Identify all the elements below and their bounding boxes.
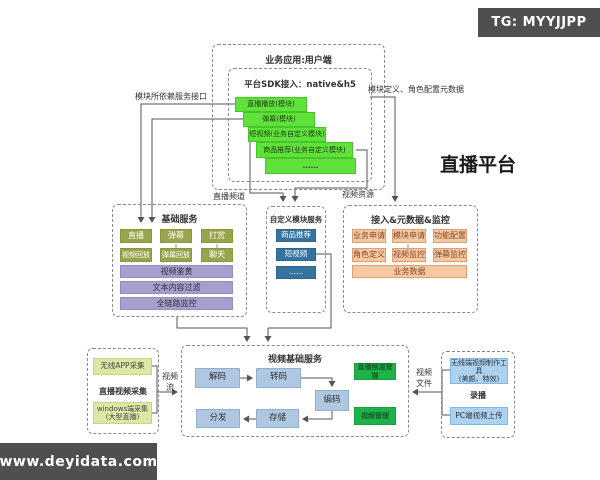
node-encode: 编码 [315, 390, 349, 411]
cell-biz-apply: 业务申请 [352, 229, 386, 243]
mgmt-video: 视频管理 [354, 407, 396, 425]
user-end-title: 业务应用:用户端 [265, 56, 332, 66]
custom-short-video: 短视频 [276, 248, 316, 261]
cell-danmu-replay: 弹幕回放 [160, 248, 192, 262]
cell-chat: 聊天 [201, 248, 233, 262]
capture-app: 无线APP采集 [93, 358, 152, 375]
node-store: 存储 [256, 409, 299, 428]
platform-title: 直播平台 [440, 154, 517, 176]
tg-badge: TG: MYYJJPP [478, 8, 600, 37]
node-distribute: 分发 [196, 409, 240, 428]
bar-fulllink-monitor: 全链路监控 [120, 297, 233, 310]
module-danmu: 弹幕(模块) [243, 112, 315, 127]
custom-recommend: 商品推荐 [276, 229, 316, 242]
base-service-box: 基础服务 [112, 204, 247, 317]
record-box: 录播 [441, 351, 515, 438]
module-short-video: 短视频(业务自定义模块) [248, 127, 326, 142]
module-recommend: 商品推荐(业务自定义模块) [256, 142, 353, 158]
mgmt-live-channel: 直播频道管理 [354, 363, 396, 380]
cell-live: 直播 [120, 229, 152, 243]
label-live-channel: 直播频道 [213, 192, 245, 201]
capture-windows: windows端采集 (大型直播) [93, 402, 152, 424]
label-video-resource: 视频资源 [342, 190, 374, 199]
custom-service-title: 自定义模块服务 [269, 215, 323, 224]
module-live-play: 直播播放(模块) [235, 97, 307, 112]
label-video-stream: 视频 流 [162, 372, 178, 392]
cell-video-replay: 视频回放 [120, 248, 152, 262]
module-more: ...... [265, 158, 356, 174]
watermark: www.deyidata.com [0, 443, 157, 480]
sdk-box: 平台SDK接入：native&h5 [228, 68, 372, 182]
custom-service-box: 自定义模块服务 [266, 206, 326, 313]
capture-box: 直播视频采集 [87, 348, 159, 434]
cell-module-apply: 模块申请 [392, 229, 426, 243]
access-service-title: 接入&元数据&监控 [371, 216, 450, 226]
label-video-file: 视频 文件 [416, 368, 432, 388]
record-tool: 无线端视频制作工具 (美颜、特效) [450, 358, 508, 384]
bar-text-filter: 文本内容过滤 [120, 281, 233, 294]
video-base-box: 视频基础服务 [181, 345, 409, 437]
record-pc-upload: PC端视频上传 [450, 407, 508, 425]
cell-danmu: 弹幕 [160, 229, 192, 243]
bar-biz-data: 业务数据 [352, 265, 467, 278]
label-module-meta: 模块定义、角色配置元数据 [368, 85, 464, 94]
cell-reward: 打赏 [201, 229, 233, 243]
custom-more: ...... [276, 266, 316, 279]
record-title: 录播 [470, 391, 486, 400]
bar-video-audit: 视频鉴黄 [120, 265, 233, 278]
base-service-title: 基础服务 [161, 215, 198, 225]
cell-video-monitor: 视频监控 [392, 248, 426, 262]
capture-title: 直播视频采集 [99, 387, 147, 396]
video-base-title: 视频基础服务 [267, 355, 322, 365]
label-dependency-interface: 模块所依赖服务接口 [135, 92, 207, 101]
user-end-box: 业务应用:用户端 [212, 44, 385, 190]
cell-role-define: 角色定义 [352, 248, 386, 262]
node-transcode: 转码 [256, 368, 301, 388]
access-service-box: 接入&元数据&监控 [343, 205, 478, 313]
sdk-title: 平台SDK接入：native&h5 [244, 80, 356, 90]
node-decode: 解码 [195, 368, 240, 388]
cell-func-config: 功能配置 [433, 229, 467, 243]
cell-danmu-monitor: 弹幕监控 [433, 248, 467, 262]
